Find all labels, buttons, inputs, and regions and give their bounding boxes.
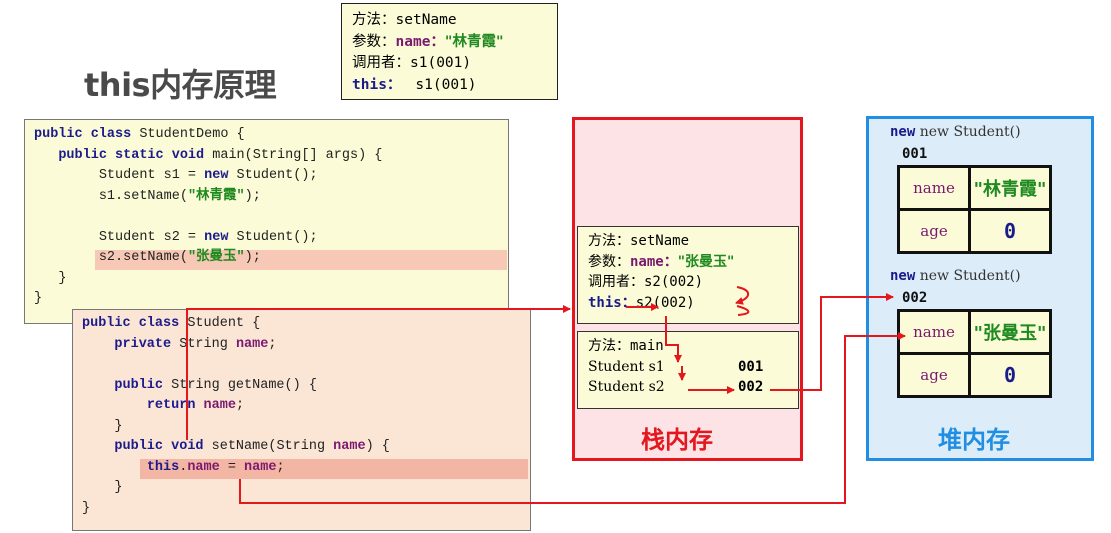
stack-frame-main: 方法：main Student s1 001 Student s2 002: [577, 331, 799, 409]
object-1-name-value: "林青霞": [968, 165, 1052, 211]
object-1-name-field: name: [897, 165, 971, 211]
frame-method-row: 方法：setName: [588, 233, 690, 249]
student-class-code: public class Student { private String na…: [82, 316, 390, 516]
object-2-id: 002: [902, 290, 928, 306]
object-2-name-value: "张曼玉": [968, 309, 1052, 355]
frame-var-s1-row: Student s1 001: [588, 358, 764, 375]
object-1-id: 001: [902, 146, 928, 162]
object-1-age-field: age: [897, 208, 971, 254]
top-method-info-box: 方法：setName 参数：name："林青霞" 调用者：s1(001) thi…: [341, 3, 558, 100]
object-2-name-field: name: [897, 309, 971, 355]
highlight-s2-setname: [95, 250, 507, 270]
object-1-table: name "林青霞" age 0: [897, 165, 1052, 254]
info-caller-row: 调用者：s1(001): [352, 55, 472, 71]
stack-memory-label: 栈内存: [641, 426, 713, 454]
object-2-header: new new Student(): [890, 268, 1021, 284]
page-title: this内存原理: [84, 66, 277, 104]
frame-caller-row: 调用者：s2(002): [588, 274, 704, 290]
object-2-age-field: age: [897, 352, 971, 398]
object-1-header: new new Student(): [890, 124, 1021, 140]
heap-memory-label: 堆内存: [938, 426, 1010, 454]
stack-frame-setname: 方法：setName 参数：name："张曼玉" 调用者：s2(002) thi…: [577, 226, 799, 324]
object-2-table: name "张曼玉" age 0: [897, 309, 1052, 398]
info-method-row: 方法：setName: [352, 12, 457, 28]
frame-var-s2-row: Student s2 002: [588, 379, 764, 395]
frame-param-row: 参数：name："张曼玉": [588, 253, 735, 270]
info-this-row: this：s1(001): [352, 76, 477, 93]
object-2-age-value: 0: [968, 352, 1052, 398]
frame-this-row: this：s2(002): [588, 294, 695, 311]
object-1-age-value: 0: [968, 208, 1052, 254]
student-demo-code: public class StudentDemo { public static…: [34, 127, 383, 306]
student-demo-code-box: [24, 119, 509, 324]
info-param-row: 参数：name："林青霞": [352, 33, 504, 50]
frame-main-method-row: 方法：main: [588, 338, 664, 354]
